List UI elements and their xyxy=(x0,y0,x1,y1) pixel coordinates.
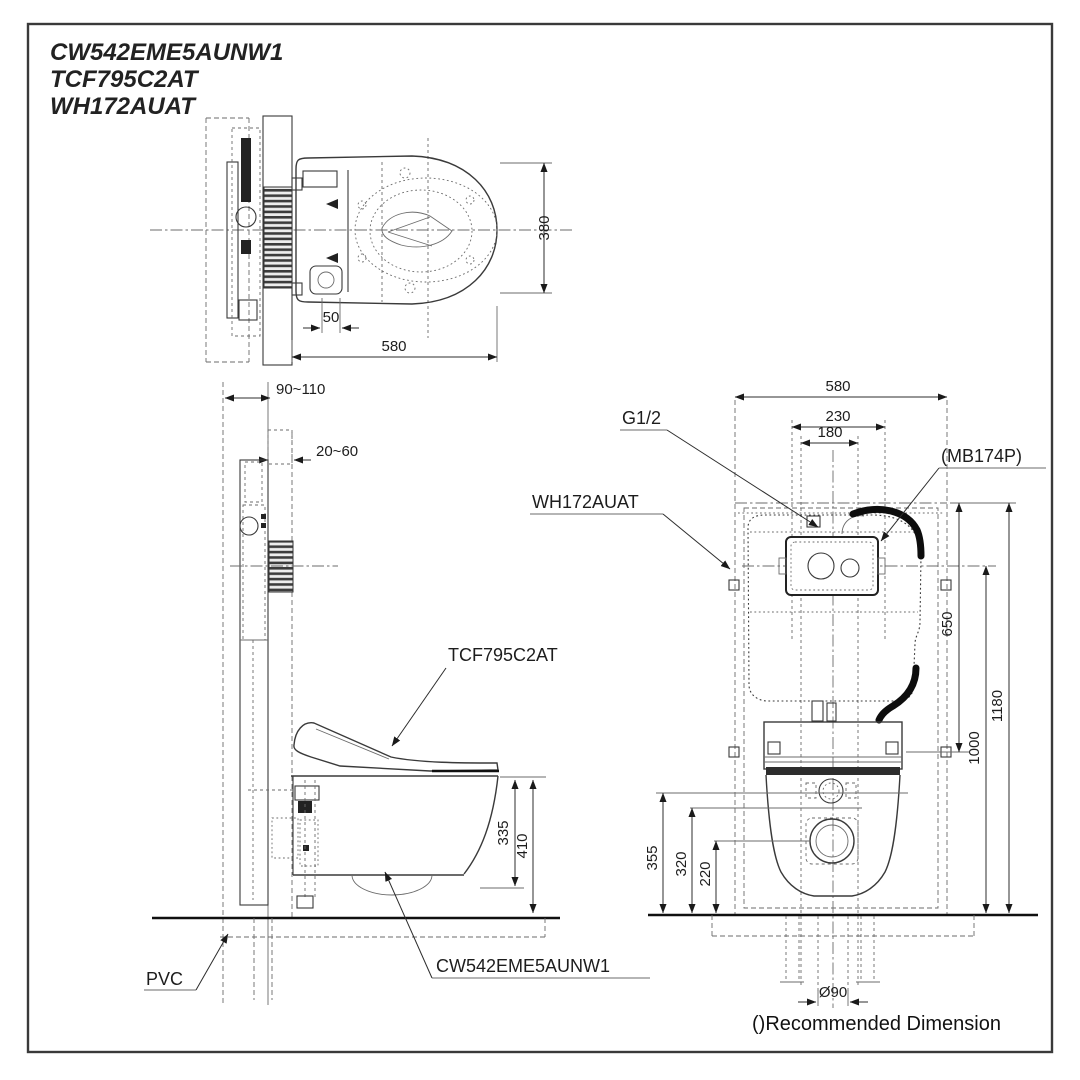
svg-text:50: 50 xyxy=(323,309,340,326)
svg-text:Ø90: Ø90 xyxy=(819,984,847,1001)
svg-text:CW542EME5AUNW1: CW542EME5AUNW1 xyxy=(436,956,610,976)
dim-180: 180 xyxy=(800,424,859,985)
fixing-plate-hatch xyxy=(263,186,293,289)
frame-rail-plan xyxy=(226,161,239,319)
model-line-3: WH172AUAT xyxy=(50,93,197,120)
fixing-bolt-circle xyxy=(818,778,844,804)
title-block: CW542EME5AUNW1 TCF795C2AT WH172AUAT xyxy=(50,39,283,120)
dim-355: 355 xyxy=(644,792,667,914)
svg-text:WH172AUAT: WH172AUAT xyxy=(532,492,639,512)
bowl-plan-outline xyxy=(295,155,498,305)
dim-410: 410 xyxy=(514,779,537,914)
label-washlet: TCF795C2AT xyxy=(391,645,558,747)
svg-text:1180: 1180 xyxy=(989,690,1006,722)
svg-text:355: 355 xyxy=(644,845,661,870)
flush-plate-side-hatch xyxy=(268,540,294,593)
cistern-front xyxy=(747,514,922,702)
label-frame-model: WH172AUAT xyxy=(530,492,731,570)
bowl-front-outline xyxy=(765,774,901,897)
label-bowl-model: CW542EME5AUNW1 xyxy=(384,871,650,979)
flex-hose xyxy=(875,664,920,724)
svg-text:320: 320 xyxy=(673,851,690,876)
bowl-support-plate xyxy=(763,721,903,775)
svg-text:1000: 1000 xyxy=(966,731,983,764)
dim-580-front: 580 xyxy=(734,378,948,401)
svg-text:410: 410 xyxy=(514,833,531,858)
model-line-1: CW542EME5AUNW1 xyxy=(50,39,283,66)
dim-1000: 1000 xyxy=(966,565,990,914)
svg-text:180: 180 xyxy=(817,424,842,441)
dim-580-top: 580 xyxy=(291,306,498,362)
svg-text:580: 580 xyxy=(825,378,850,395)
dim-380: 380 xyxy=(500,162,553,294)
svg-text:90~110: 90~110 xyxy=(276,381,325,398)
frame-side xyxy=(239,459,269,906)
dim-1180: 1180 xyxy=(989,502,1013,914)
dim-drain: Ø90 xyxy=(798,984,868,1006)
section-marker-top xyxy=(326,199,338,209)
supply-bend-pipe xyxy=(849,505,925,560)
dim-335: 335 xyxy=(480,776,546,889)
washlet-seat-side xyxy=(293,722,499,772)
svg-text:TCF795C2AT: TCF795C2AT xyxy=(448,645,558,665)
svg-text:PVC: PVC xyxy=(146,969,183,989)
dim-220: 220 xyxy=(697,840,720,914)
label-inlet: G1/2 xyxy=(620,408,819,528)
flush-plate xyxy=(778,536,886,596)
dim-650: 650 xyxy=(939,502,963,753)
front-view: 580 230 180 xyxy=(530,378,1046,1008)
label-bracket: (MB174P) xyxy=(880,446,1046,542)
dim-320: 320 xyxy=(673,807,696,914)
svg-text:580: 580 xyxy=(381,338,406,355)
dim-50: 50 xyxy=(303,298,359,333)
svg-text:(MB174P): (MB174P) xyxy=(941,446,1022,466)
model-line-2: TCF795C2AT xyxy=(50,66,200,93)
svg-text:650: 650 xyxy=(939,611,956,636)
dim-frame-depth: 90~110 xyxy=(224,381,325,402)
top-view: 380 50 580 xyxy=(150,115,575,366)
svg-text:230: 230 xyxy=(825,408,850,425)
svg-text:220: 220 xyxy=(697,861,714,886)
frame-bolt-plan xyxy=(241,138,251,202)
bowl-water-plan xyxy=(381,211,453,248)
bowl-trap-curve xyxy=(351,874,433,896)
bowl-side-front xyxy=(463,775,499,875)
side-view: 90~110 20~60 xyxy=(144,381,650,1005)
frame-inner-front xyxy=(743,507,939,909)
svg-text:380: 380 xyxy=(536,215,553,240)
svg-text:G1/2: G1/2 xyxy=(622,408,661,428)
flush-button-large xyxy=(807,552,835,580)
label-pvc: PVC xyxy=(144,933,229,991)
footnote: ()Recommended Dimension xyxy=(752,1013,1001,1035)
svg-text:335: 335 xyxy=(495,820,512,845)
flush-button-small xyxy=(840,558,860,578)
section-marker-bottom xyxy=(326,253,338,263)
svg-text:20~60: 20~60 xyxy=(316,443,358,460)
dim-230: 230 xyxy=(791,408,886,640)
sheet-border xyxy=(26,22,1054,1054)
